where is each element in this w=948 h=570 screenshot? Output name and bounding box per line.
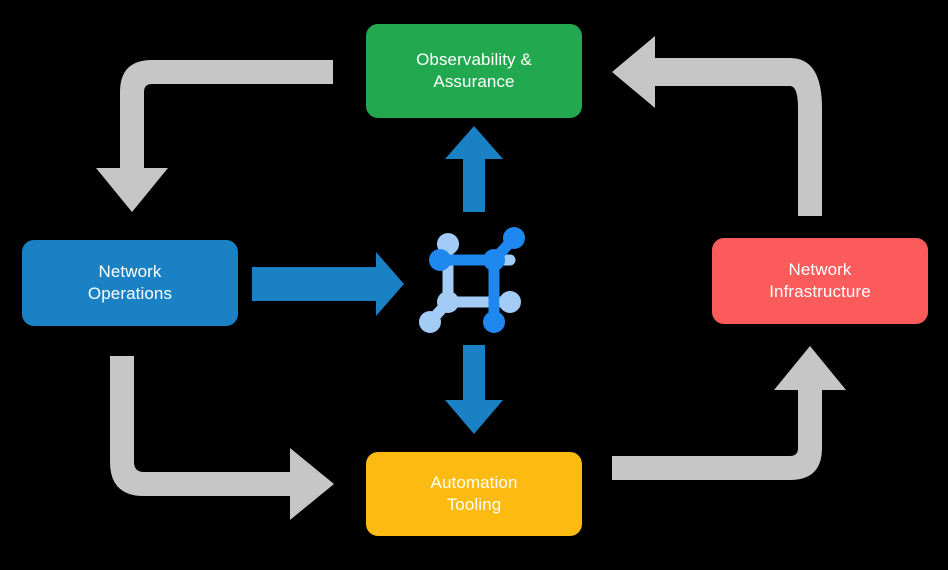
node-box-automation[interactable]: Automation Tooling <box>366 452 582 536</box>
cycle-arrow-infrastructure-to-observability <box>612 36 822 216</box>
arrow-operations-to-center <box>252 252 404 316</box>
cycle-arrow-observability-to-operations <box>96 60 333 212</box>
network-icon-dark-nodes <box>429 227 525 333</box>
network-graph-icon <box>419 227 525 333</box>
node-box-operations[interactable]: Network Operations <box>22 240 238 326</box>
node-box-infrastructure[interactable]: Network Infrastructure <box>712 238 928 324</box>
cycle-arrow-operations-to-automation <box>110 356 334 520</box>
arrow-center-to-automation <box>445 345 503 434</box>
node-box-observability[interactable]: Observability & Assurance <box>366 24 582 118</box>
cycle-arrow-automation-to-infrastructure <box>612 346 846 480</box>
arrow-center-to-observability <box>445 126 503 212</box>
